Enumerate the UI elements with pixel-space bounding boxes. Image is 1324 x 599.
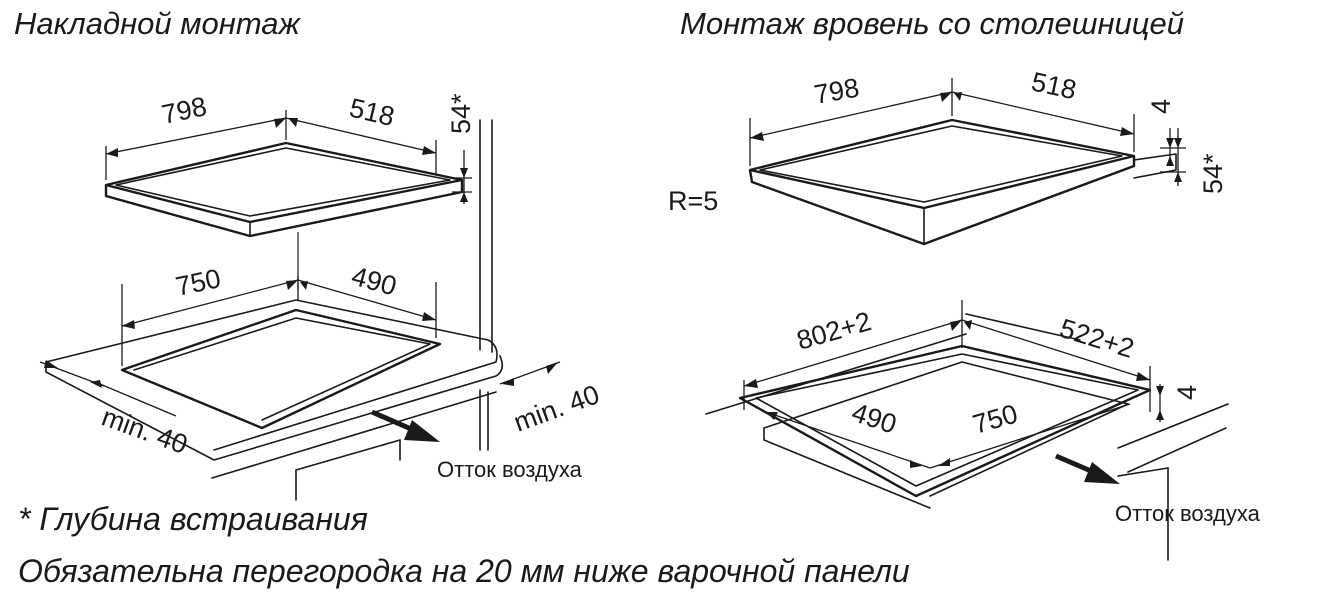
note-depth: * Глубина встраивания	[18, 501, 368, 537]
surface-min-back: min. 40	[510, 379, 603, 437]
surface-hob-width: 518	[347, 93, 398, 132]
heading-flush-mount: Монтаж вровень со столешницей	[680, 6, 1184, 41]
surface-min-front: min. 40	[98, 401, 191, 459]
flush-airflow-arrow-icon	[1055, 453, 1120, 484]
surface-worktop	[45, 299, 504, 501]
flush-rim: 4	[1146, 99, 1176, 114]
surface-cutout-length: 750	[173, 263, 223, 302]
surface-hob-length: 798	[159, 91, 209, 130]
flush-cutout-width: 490	[848, 397, 900, 439]
flush-recess-width: 522+2	[1056, 313, 1137, 364]
heading-surface-mount: Накладной монтаж	[14, 6, 302, 41]
flush-radius: R=5	[668, 186, 718, 216]
surface-airflow-label: Отток воздуха	[437, 457, 583, 482]
flush-hob-dimensions	[749, 78, 1186, 186]
flush-cutout-length: 750	[969, 399, 1021, 440]
surface-wall	[479, 119, 493, 451]
surface-cutout-dimensions	[39, 276, 561, 417]
surface-hob-depth: 54*	[446, 93, 476, 134]
surface-mount-hob	[104, 141, 464, 238]
surface-airflow-arrow-icon	[371, 409, 440, 442]
surface-hob-dimensions	[105, 110, 472, 204]
flush-airflow-label: Отток воздуха	[1115, 501, 1261, 526]
flush-recess-depth: 4	[1172, 385, 1202, 400]
flush-hob-depth: 54*	[1198, 153, 1228, 194]
note-partition: Обязательна перегородка на 20 мм ниже ва…	[18, 553, 910, 589]
flush-hob-width: 518	[1029, 67, 1079, 106]
flush-hob-length: 798	[812, 73, 862, 110]
flush-recess-length: 802+2	[793, 306, 874, 356]
flush-worktop	[705, 313, 1229, 561]
flush-mount-hob	[748, 118, 1177, 246]
surface-cutout-width: 490	[348, 261, 399, 302]
flush-recess-dimensions	[743, 300, 1164, 469]
